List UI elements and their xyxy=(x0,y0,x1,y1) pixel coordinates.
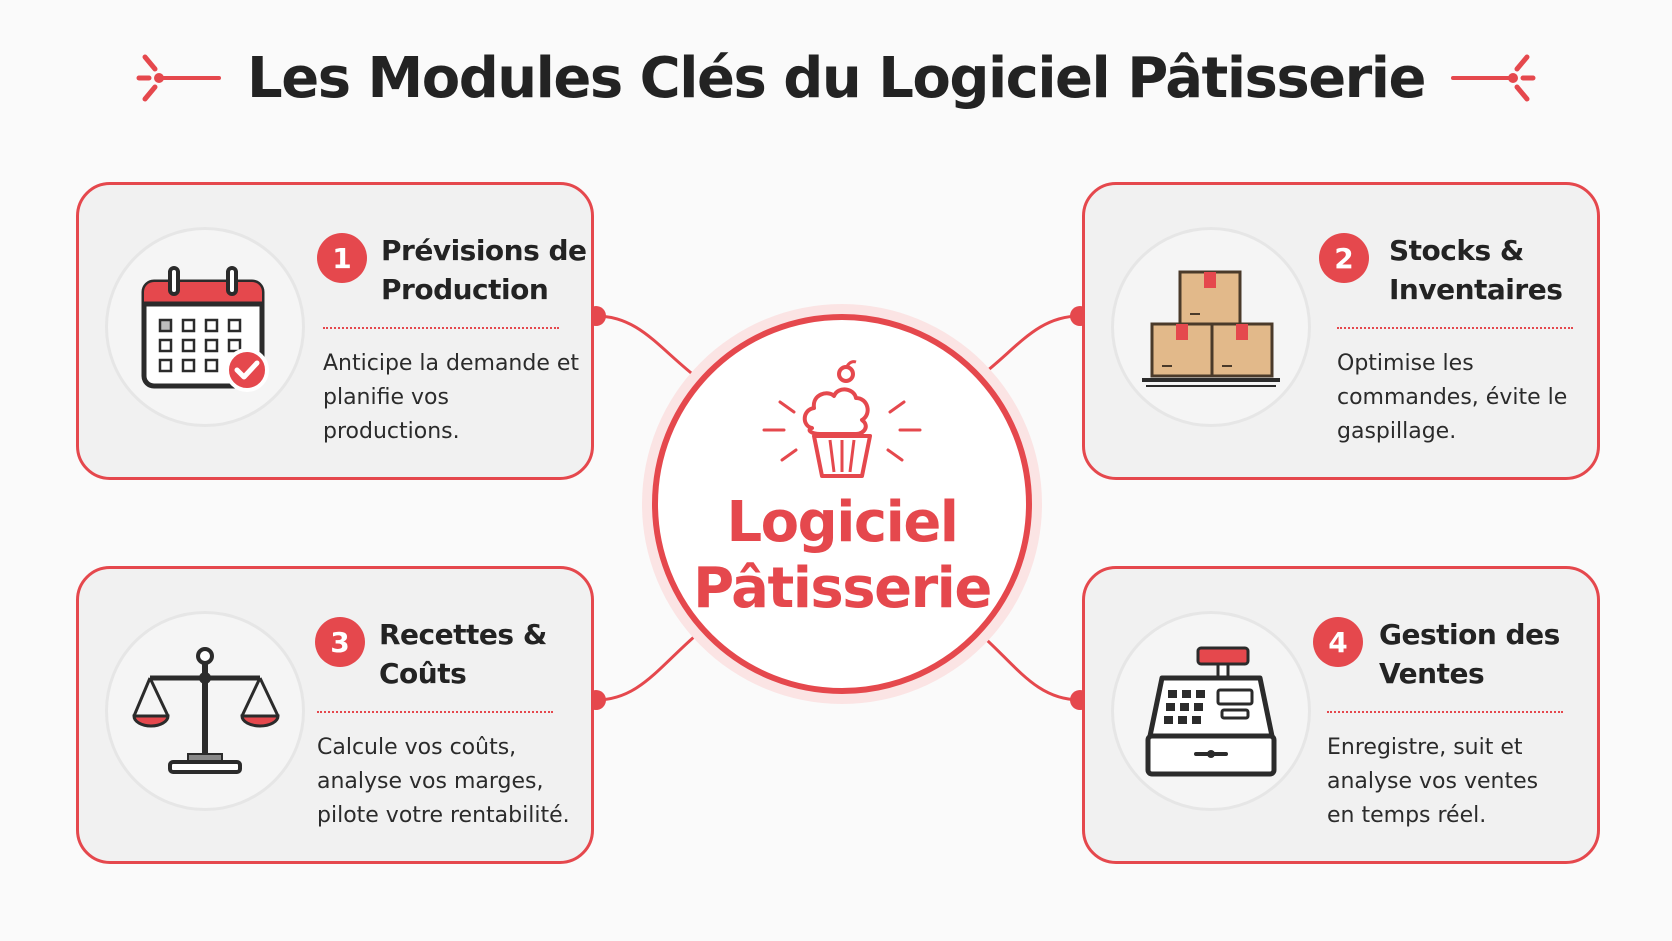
connector-1 xyxy=(595,314,701,382)
module-card-4: 4 Gestion des Ventes Enregistre, suit et… xyxy=(1082,566,1600,864)
module-card-2: 2 Stocks & Inventaires Optimise les comm… xyxy=(1082,182,1600,480)
cupcake-icon xyxy=(762,360,922,478)
hub-label: Logiciel Pâtisserie xyxy=(658,490,1026,622)
module-description: Optimise les commandes, évite le gaspill… xyxy=(1337,351,1568,444)
module-card-1: 1 Prévisions de Production Anticipe la d… xyxy=(76,182,594,480)
divider xyxy=(323,327,559,329)
module-description: Anticipe la demande et planifie vos prod… xyxy=(323,351,580,444)
divider xyxy=(317,711,553,713)
icon-circle xyxy=(105,611,305,811)
connector-4 xyxy=(977,630,1081,702)
cash-register-icon xyxy=(1145,646,1277,777)
burst-right-icon xyxy=(1450,54,1536,102)
module-title: Recettes & Coûts xyxy=(379,618,547,690)
module-number-badge: 3 xyxy=(315,617,365,667)
module-number-badge: 4 xyxy=(1313,617,1363,667)
scale-icon xyxy=(132,647,280,774)
module-title: Stocks & Inventaires xyxy=(1389,234,1563,306)
divider xyxy=(1327,711,1563,713)
central-hub: Logiciel Pâtisserie xyxy=(652,314,1032,694)
calendar-check-icon xyxy=(141,266,269,392)
module-description: Enregistre, suit et analyse vos ventes e… xyxy=(1327,735,1539,828)
title-row: Les Modules Clés du Logiciel Pâtisserie xyxy=(0,38,1672,118)
icon-circle xyxy=(1111,227,1311,427)
module-number-badge: 1 xyxy=(317,233,367,283)
module-card-3: 3 Recettes & Coûts Calcule vos coûts, an… xyxy=(76,566,594,864)
boxes-icon xyxy=(1142,270,1280,387)
icon-circle xyxy=(105,227,305,427)
module-title: Prévisions de Production xyxy=(381,234,587,306)
hub-label-line-2: Pâtisserie xyxy=(693,556,992,621)
burst-left-icon xyxy=(136,54,222,102)
hub-label-line-1: Logiciel xyxy=(726,490,959,555)
connector-2 xyxy=(977,314,1081,380)
page-title: Les Modules Clés du Logiciel Pâtisserie xyxy=(247,45,1426,111)
module-description: Calcule vos coûts, analyse vos marges, p… xyxy=(317,735,570,828)
divider xyxy=(1337,327,1573,329)
connector-3 xyxy=(595,628,703,702)
module-title: Gestion des Ventes xyxy=(1379,618,1560,690)
module-number-badge: 2 xyxy=(1319,233,1369,283)
icon-circle xyxy=(1111,611,1311,811)
